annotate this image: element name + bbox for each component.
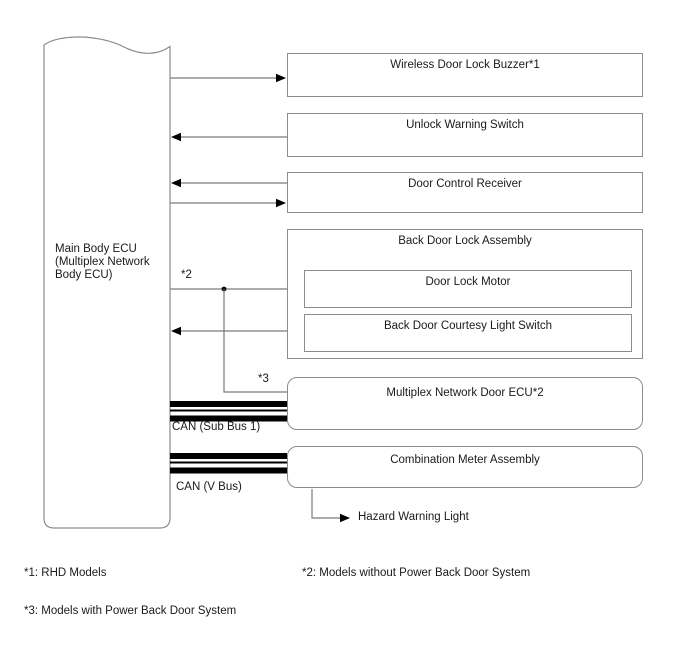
can-v-bus-bar-bottom — [170, 467, 287, 474]
can-sub-bus-label: CAN (Sub Bus 1) — [172, 421, 261, 433]
footnote-1: *1: RHD Models — [24, 567, 107, 579]
arrowhead-right-receiver — [276, 198, 286, 208]
footnote-2: *2: Models without Power Back Door Syste… — [302, 567, 531, 579]
note3-marker: *3 — [258, 373, 269, 385]
note2-marker: *2 — [181, 269, 192, 281]
box-wireless-door-lock-buzzer: Wireless Door Lock Buzzer*1 — [287, 53, 643, 97]
back-door-lock-assembly-title: Back Door Lock Assembly — [398, 235, 532, 247]
can-sub-bus-bar-top — [170, 401, 287, 407]
wire-hazard — [311, 489, 341, 519]
footnote-3: *3: Models with Power Back Door System — [24, 605, 237, 617]
can-sub-bus-bar-mid — [170, 409, 287, 412]
arrowhead-left-unlock — [171, 132, 181, 142]
box-unlock-warning-switch: Unlock Warning Switch — [287, 113, 643, 157]
box-multiplex-network-door-ecu: Multiplex Network Door ECU*2 — [287, 377, 643, 430]
main-body-ecu-label: Main Body ECU (Multiplex Network Body EC… — [55, 243, 150, 281]
arrowhead-right-hazard — [340, 513, 350, 523]
main-body-ecu-outline — [43, 36, 171, 529]
box-door-lock-motor: Door Lock Motor — [304, 270, 632, 308]
can-sub-bus-bar-bottom — [170, 415, 287, 422]
arrowhead-left-courtesy — [171, 326, 181, 336]
arrowhead-right-buzzer — [276, 73, 286, 83]
can-v-bus-bar-mid — [170, 461, 287, 464]
box-door-control-receiver: Door Control Receiver — [287, 172, 643, 213]
can-v-bus-label: CAN (V Bus) — [176, 481, 242, 493]
box-combination-meter-assembly: Combination Meter Assembly — [287, 446, 643, 488]
wire-branch-note3 — [223, 289, 287, 393]
box-back-door-courtesy-light-switch: Back Door Courtesy Light Switch — [304, 314, 632, 352]
hazard-warning-light-label: Hazard Warning Light — [358, 511, 469, 523]
arrowhead-left-receiver — [171, 178, 181, 188]
can-v-bus-bar-top — [170, 453, 287, 459]
